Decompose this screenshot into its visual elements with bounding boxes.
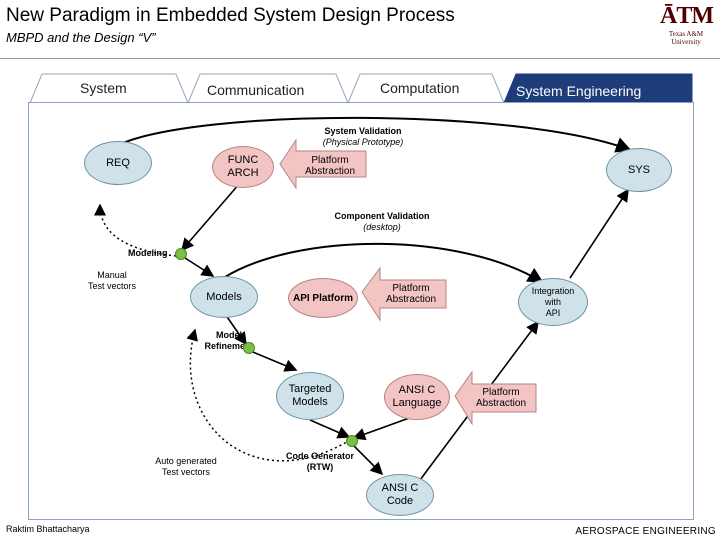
platform-abstraction-label-2: Platform Abstraction (378, 283, 444, 305)
sys-label: SYS (627, 163, 650, 176)
junction-refinement (243, 342, 255, 354)
targeted-models-node: Targeted Models (276, 372, 344, 420)
logo-line2: University (671, 38, 701, 46)
platform-abstraction-label-3: Platform Abstraction (468, 387, 534, 409)
logo-mark: ĀTM (660, 3, 714, 29)
tab-communication-label: Communication (207, 82, 305, 98)
page-subtitle: MBPD and the Design “V” (6, 30, 156, 45)
sys-node: SYS (606, 148, 672, 192)
ansi-c-language-node: ANSI C Language (384, 374, 450, 420)
modeling-label: Modeling (128, 248, 168, 258)
pa3-line1: Platform (482, 387, 520, 398)
integration-line3: API (545, 307, 561, 318)
integration-line2: with (544, 296, 561, 307)
codegen-line2: (RTW) (306, 462, 334, 472)
university-logo: ĀTM Texas A&M University (660, 2, 714, 58)
code-generator-label: Code Generator (RTW) (278, 451, 362, 473)
tab-computation-label: Computation (380, 80, 460, 96)
platform-abstraction-label-1: Platform Abstraction (297, 155, 363, 177)
tab-system-engineering[interactable]: System Engineering (516, 74, 686, 102)
footer-department: AEROSPACE ENGINEERING (575, 526, 716, 537)
ansi-code-line1: ANSI C (381, 482, 419, 494)
integration-line1: Integration (531, 285, 575, 296)
tab-communication[interactable]: Communication (207, 74, 337, 102)
manual-test-vectors-label: Manual Test vectors (80, 270, 144, 292)
component-validation-label: Component Validation (desktop) (318, 211, 446, 233)
tab-system-engineering-label: System Engineering (516, 83, 642, 99)
refine-line2: Refinement (204, 341, 254, 351)
tab-computation[interactable]: Computation (380, 74, 490, 102)
tab-system-label: System (80, 80, 127, 96)
ansi-language-line2: Language (392, 397, 442, 409)
model-refinement-label: Model Refinement (198, 330, 260, 352)
pa3-line2: Abstraction (475, 398, 527, 409)
compval-line2: (desktop) (363, 222, 401, 232)
refine-line1: Model (216, 330, 242, 340)
func-arch-line1: FUNC (227, 154, 259, 166)
auto-line2: Test vectors (161, 467, 210, 477)
req-node: REQ (84, 141, 152, 185)
footer-author: Raktim Bhattacharya (6, 524, 90, 534)
codegen-line1: Code Generator (285, 451, 354, 461)
tab-strip (29, 73, 693, 104)
func-arch-node: FUNC ARCH (212, 146, 274, 188)
manual-line2: Test vectors (87, 281, 136, 291)
models-node: Models (190, 276, 258, 318)
models-label: Models (206, 290, 242, 303)
auto-test-vectors-label: Auto generated Test vectors (146, 456, 226, 478)
pa2-line1: Platform (392, 283, 430, 294)
req-label: REQ (106, 156, 130, 169)
header-divider (0, 58, 720, 59)
page-title: New Paradigm in Embedded System Design P… (6, 5, 455, 26)
ansi-c-code-node: ANSI C Code (366, 474, 434, 516)
integration-node: Integration with API (518, 278, 588, 326)
tab-system[interactable]: System (80, 74, 160, 102)
targeted-line2: Models (292, 396, 328, 408)
api-platform-label: API Platform (292, 292, 353, 304)
pa2-line2: Abstraction (385, 294, 437, 305)
api-platform-node: API Platform (288, 278, 358, 318)
targeted-line1: Targeted (288, 383, 332, 395)
logo-line1: Texas A&M (668, 30, 704, 38)
func-arch-line2: ARCH (227, 167, 259, 179)
sysval-line2: (Physical Prototype) (322, 137, 404, 147)
junction-modeling (175, 248, 187, 260)
auto-line1: Auto generated (155, 456, 217, 466)
manual-line1: Manual (97, 270, 127, 280)
ansi-code-line2: Code (386, 495, 414, 507)
ansi-language-line1: ANSI C (398, 384, 436, 396)
pa1-line1: Platform (311, 155, 349, 166)
junction-code-generator (346, 435, 358, 447)
system-validation-label: System Validation (Physical Prototype) (308, 126, 418, 148)
pa1-line2: Abstraction (304, 166, 356, 177)
sysval-line1: System Validation (324, 126, 402, 136)
compval-line1: Component Validation (334, 211, 430, 221)
